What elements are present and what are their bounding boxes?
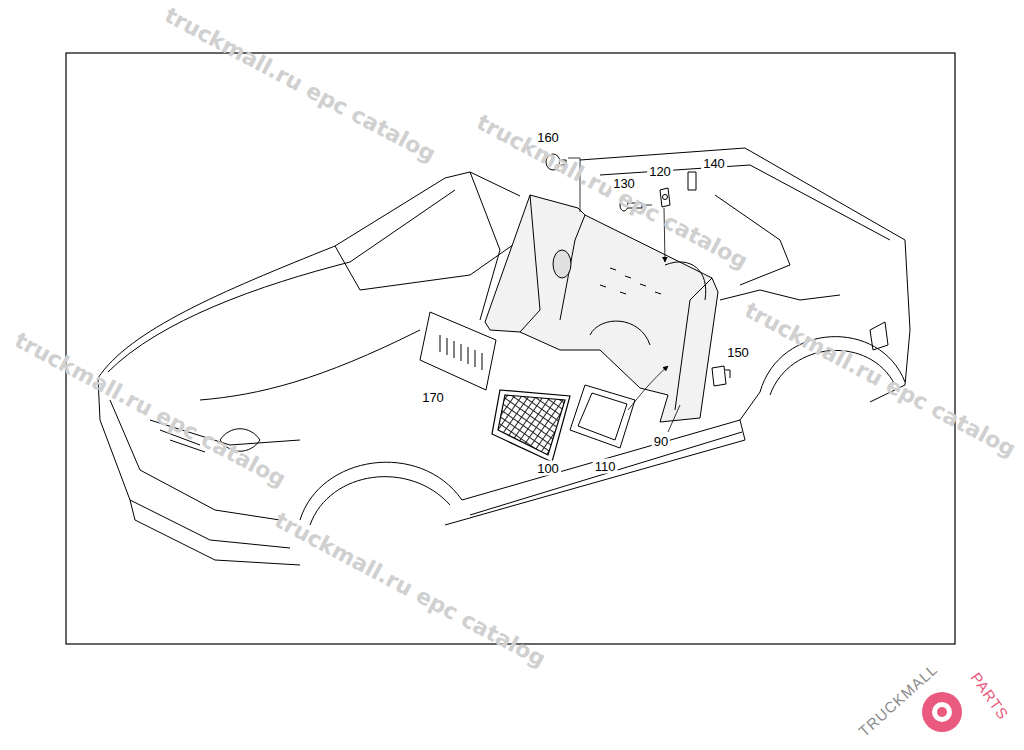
callout-number: 90 <box>652 434 670 449</box>
watermark: truckmall.ru epc catalog <box>271 509 549 671</box>
watermark: truckmall.ru epc catalog <box>11 329 289 491</box>
callout-number: 170 <box>420 390 446 405</box>
logo-gear <box>918 692 968 736</box>
watermark: truckmall.ru epc catalog <box>741 299 1019 461</box>
logo-text: TRUCKMALL <box>856 661 940 739</box>
callout-number: 160 <box>535 130 561 145</box>
watermark: truckmall.ru epc catalog <box>161 4 439 166</box>
car-outline <box>98 148 910 565</box>
small-parts <box>546 154 730 386</box>
frame-part <box>570 385 635 448</box>
callout-number: 130 <box>611 176 637 191</box>
panel-part <box>420 312 496 390</box>
logo-text: PARTS <box>968 670 1011 723</box>
callout-number: 140 <box>701 156 727 171</box>
callout-number: 100 <box>535 461 561 476</box>
callout-number: 150 <box>725 345 751 360</box>
grille-part <box>492 390 570 462</box>
callout-number: 120 <box>647 164 673 179</box>
watermark: truckmall.ru epc catalog <box>473 111 751 273</box>
callout-number: 110 <box>593 459 618 474</box>
